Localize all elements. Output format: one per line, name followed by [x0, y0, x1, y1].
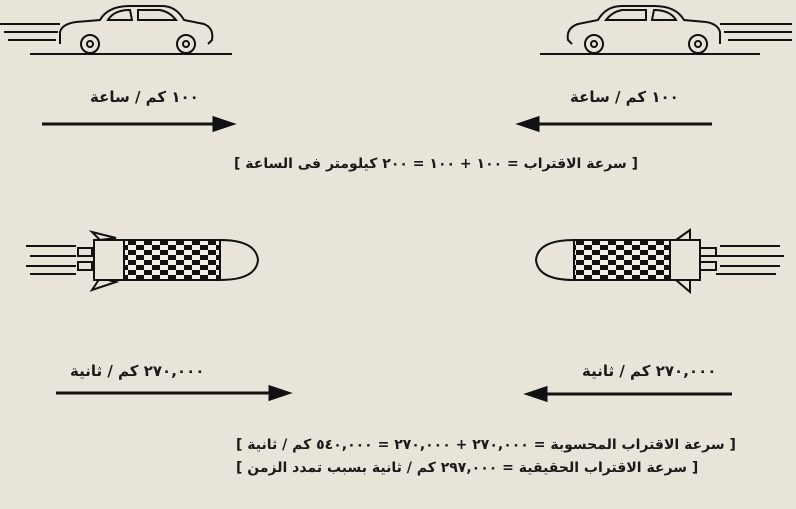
car-right-speed-label: ١٠٠ كم / ساعة [570, 88, 679, 106]
right-rocket [536, 230, 784, 292]
car-left-speed-label: ١٠٠ كم / ساعة [90, 88, 199, 106]
right-car [540, 6, 792, 54]
car-approach-formula: [ سرعة الاقتراب = ١٠٠ + ١٠٠ = ٢٠٠ كيلومت… [234, 156, 638, 172]
rocket-arrow-left [528, 388, 732, 400]
rocket-arrow-right [56, 387, 288, 399]
car-arrow-left [520, 118, 712, 130]
rocket-computed-formula: [ سرعة الاقتراب المحسوبة = ٢٧٠,٠٠٠ + ٢٧٠… [236, 437, 736, 453]
rocket-actual-formula: [ سرعة الاقتراب الحقيقية = ٢٩٧,٠٠٠ كم / … [236, 460, 698, 476]
left-rocket [26, 232, 258, 290]
rocket-left-speed-label: ٢٧٠,٠٠٠ كم / ثانية [70, 362, 204, 380]
left-car [0, 6, 232, 54]
car-arrow-right [42, 118, 232, 130]
rocket-right-speed-label: ٢٧٠,٠٠٠ كم / ثانية [582, 362, 716, 380]
